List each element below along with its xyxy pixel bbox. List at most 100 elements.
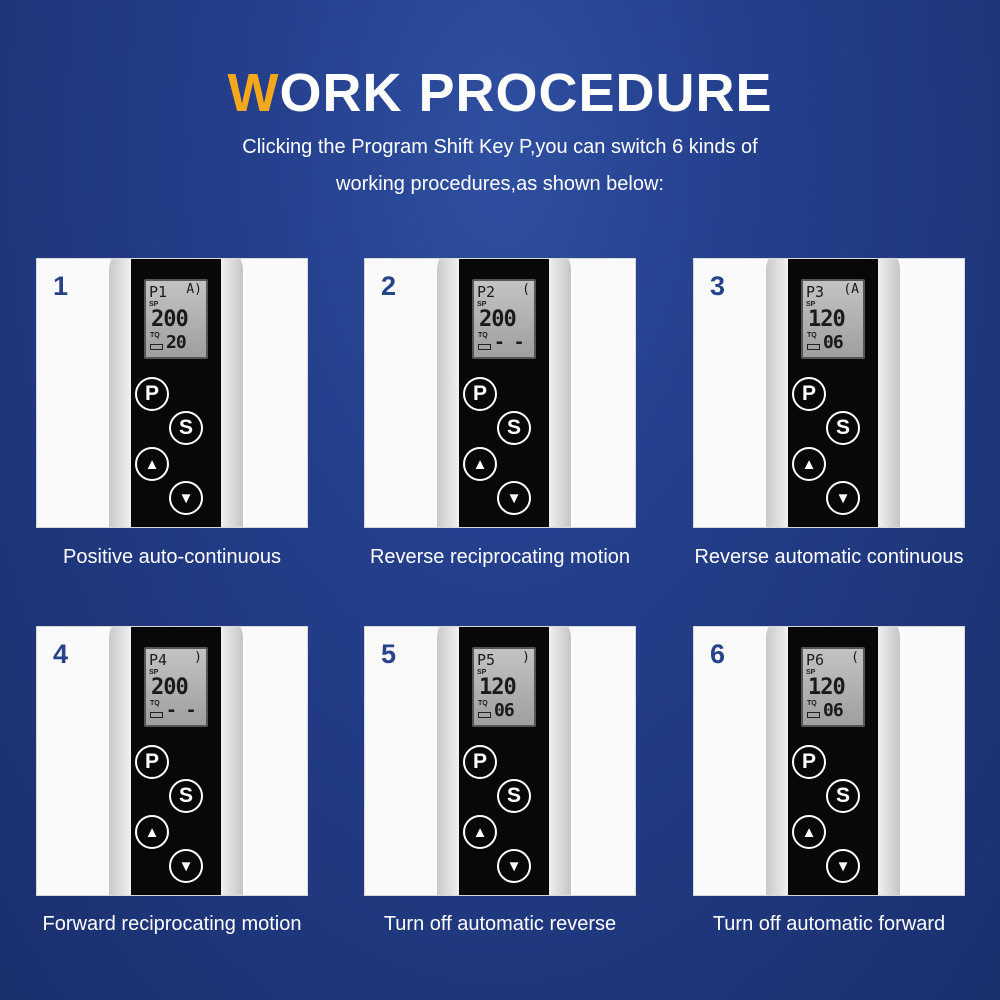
down-arrow-icon: ▼ bbox=[826, 481, 860, 515]
lcd-program: P2 bbox=[477, 283, 496, 301]
p-button: P bbox=[463, 377, 497, 411]
lcd-program: P1 bbox=[149, 283, 168, 301]
s-button: S bbox=[169, 411, 203, 445]
lcd-program: P3 bbox=[806, 283, 825, 301]
procedure-panel-5: 5 P5 ) SP 120 TQ 06 P S ▲ ▼ bbox=[364, 626, 636, 896]
procedure-number: 1 bbox=[53, 271, 69, 301]
p-button: P bbox=[792, 377, 826, 411]
lcd-sp-label: SP bbox=[149, 301, 159, 308]
lcd-program: P4 bbox=[149, 651, 168, 669]
lcd-program: P5 bbox=[477, 651, 496, 669]
lcd-screen: P5 ) SP 120 TQ 06 bbox=[472, 647, 536, 727]
s-button: S bbox=[497, 779, 531, 813]
lcd-direction-icon: (A bbox=[843, 282, 859, 297]
p-button: P bbox=[135, 745, 169, 779]
procedure-panel-2: 2 P2 ( SP 200 TQ - - P S ▲ ▼ bbox=[364, 258, 636, 528]
lcd-torque: - - bbox=[166, 700, 196, 721]
up-arrow-icon: ▲ bbox=[135, 447, 169, 481]
up-arrow-icon: ▲ bbox=[792, 447, 826, 481]
s-button: S bbox=[826, 779, 860, 813]
procedure-number: 5 bbox=[381, 639, 397, 669]
lcd-torque: 06 bbox=[823, 700, 844, 721]
device-handpiece: P2 ( SP 200 TQ - - P S ▲ ▼ bbox=[437, 259, 571, 527]
lcd-speed: 200 bbox=[479, 307, 517, 332]
up-arrow-icon: ▲ bbox=[792, 815, 826, 849]
up-arrow-icon: ▲ bbox=[463, 815, 497, 849]
s-button: S bbox=[497, 411, 531, 445]
lcd-tq-label: TQ bbox=[807, 332, 817, 339]
device-face: P2 ( SP 200 TQ - - P S ▲ ▼ bbox=[459, 259, 549, 527]
lcd-speed: 200 bbox=[151, 675, 189, 700]
procedure-caption-6: Turn off automatic forward bbox=[712, 913, 946, 935]
procedure-caption-2: Reverse reciprocating motion bbox=[369, 546, 631, 568]
s-button: S bbox=[169, 779, 203, 813]
p-button: P bbox=[135, 377, 169, 411]
device-face: P1 A) SP 200 TQ 20 P S ▲ ▼ bbox=[131, 259, 221, 527]
subtitle-line-1: Clicking the Program Shift Key P,you can… bbox=[242, 136, 758, 158]
battery-icon bbox=[150, 344, 163, 350]
battery-icon bbox=[807, 712, 820, 718]
lcd-sp-label: SP bbox=[477, 669, 487, 676]
p-button: P bbox=[463, 745, 497, 779]
title-rest: ORK PROCEDURE bbox=[279, 63, 773, 123]
procedure-panel-6: 6 P6 ( SP 120 TQ 06 P S ▲ ▼ bbox=[693, 626, 965, 896]
lcd-tq-label: TQ bbox=[150, 332, 160, 339]
lcd-screen: P2 ( SP 200 TQ - - bbox=[472, 279, 536, 359]
down-arrow-icon: ▼ bbox=[497, 481, 531, 515]
lcd-sp-label: SP bbox=[806, 301, 816, 308]
device-handpiece: P3 (A SP 120 TQ 06 P S ▲ ▼ bbox=[766, 259, 900, 527]
lcd-sp-label: SP bbox=[806, 669, 816, 676]
device-handpiece: P1 A) SP 200 TQ 20 P S ▲ ▼ bbox=[109, 259, 243, 527]
device-face: P3 (A SP 120 TQ 06 P S ▲ ▼ bbox=[788, 259, 878, 527]
title-first-letter: W bbox=[227, 63, 280, 123]
lcd-screen: P1 A) SP 200 TQ 20 bbox=[144, 279, 208, 359]
device-handpiece: P6 ( SP 120 TQ 06 P S ▲ ▼ bbox=[766, 627, 900, 895]
lcd-sp-label: SP bbox=[149, 669, 159, 676]
procedure-caption-5: Turn off automatic reverse bbox=[383, 913, 617, 935]
device-face: P4 ) SP 200 TQ - - P S ▲ ▼ bbox=[131, 627, 221, 895]
battery-icon bbox=[807, 344, 820, 350]
p-button: P bbox=[792, 745, 826, 779]
device-face: P5 ) SP 120 TQ 06 P S ▲ ▼ bbox=[459, 627, 549, 895]
lcd-screen: P4 ) SP 200 TQ - - bbox=[144, 647, 208, 727]
procedure-panel-1: 1 P1 A) SP 200 TQ 20 P S ▲ ▼ bbox=[36, 258, 308, 528]
lcd-tq-label: TQ bbox=[150, 700, 160, 707]
lcd-torque: 20 bbox=[166, 332, 187, 353]
down-arrow-icon: ▼ bbox=[497, 849, 531, 883]
lcd-torque: 06 bbox=[494, 700, 515, 721]
battery-icon bbox=[150, 712, 163, 718]
down-arrow-icon: ▼ bbox=[826, 849, 860, 883]
lcd-sp-label: SP bbox=[477, 301, 487, 308]
down-arrow-icon: ▼ bbox=[169, 849, 203, 883]
lcd-direction-icon: ) bbox=[522, 650, 530, 665]
lcd-direction-icon: ( bbox=[522, 282, 530, 297]
device-handpiece: P5 ) SP 120 TQ 06 P S ▲ ▼ bbox=[437, 627, 571, 895]
battery-icon bbox=[478, 712, 491, 718]
procedure-number: 4 bbox=[53, 639, 69, 669]
subtitle-line-2: working procedures,as shown below: bbox=[336, 173, 664, 195]
battery-icon bbox=[478, 344, 491, 350]
lcd-speed: 120 bbox=[479, 675, 517, 700]
lcd-direction-icon: ) bbox=[194, 650, 202, 665]
procedure-number: 2 bbox=[381, 271, 397, 301]
lcd-program: P6 bbox=[806, 651, 825, 669]
lcd-speed: 120 bbox=[808, 307, 846, 332]
down-arrow-icon: ▼ bbox=[169, 481, 203, 515]
device-face: P6 ( SP 120 TQ 06 P S ▲ ▼ bbox=[788, 627, 878, 895]
procedure-caption-1: Positive auto-continuous bbox=[63, 546, 281, 568]
lcd-speed: 200 bbox=[151, 307, 189, 332]
procedure-caption-4: Forward reciprocating motion bbox=[42, 913, 302, 935]
lcd-torque: - - bbox=[494, 332, 524, 353]
lcd-tq-label: TQ bbox=[807, 700, 817, 707]
procedure-number: 6 bbox=[710, 639, 726, 669]
lcd-torque: 06 bbox=[823, 332, 844, 353]
procedure-number: 3 bbox=[710, 271, 726, 301]
lcd-screen: P3 (A SP 120 TQ 06 bbox=[801, 279, 865, 359]
lcd-direction-icon: A) bbox=[186, 282, 202, 297]
lcd-direction-icon: ( bbox=[851, 650, 859, 665]
lcd-tq-label: TQ bbox=[478, 700, 488, 707]
lcd-tq-label: TQ bbox=[478, 332, 488, 339]
lcd-screen: P6 ( SP 120 TQ 06 bbox=[801, 647, 865, 727]
s-button: S bbox=[826, 411, 860, 445]
procedure-panel-3: 3 P3 (A SP 120 TQ 06 P S ▲ ▼ bbox=[693, 258, 965, 528]
